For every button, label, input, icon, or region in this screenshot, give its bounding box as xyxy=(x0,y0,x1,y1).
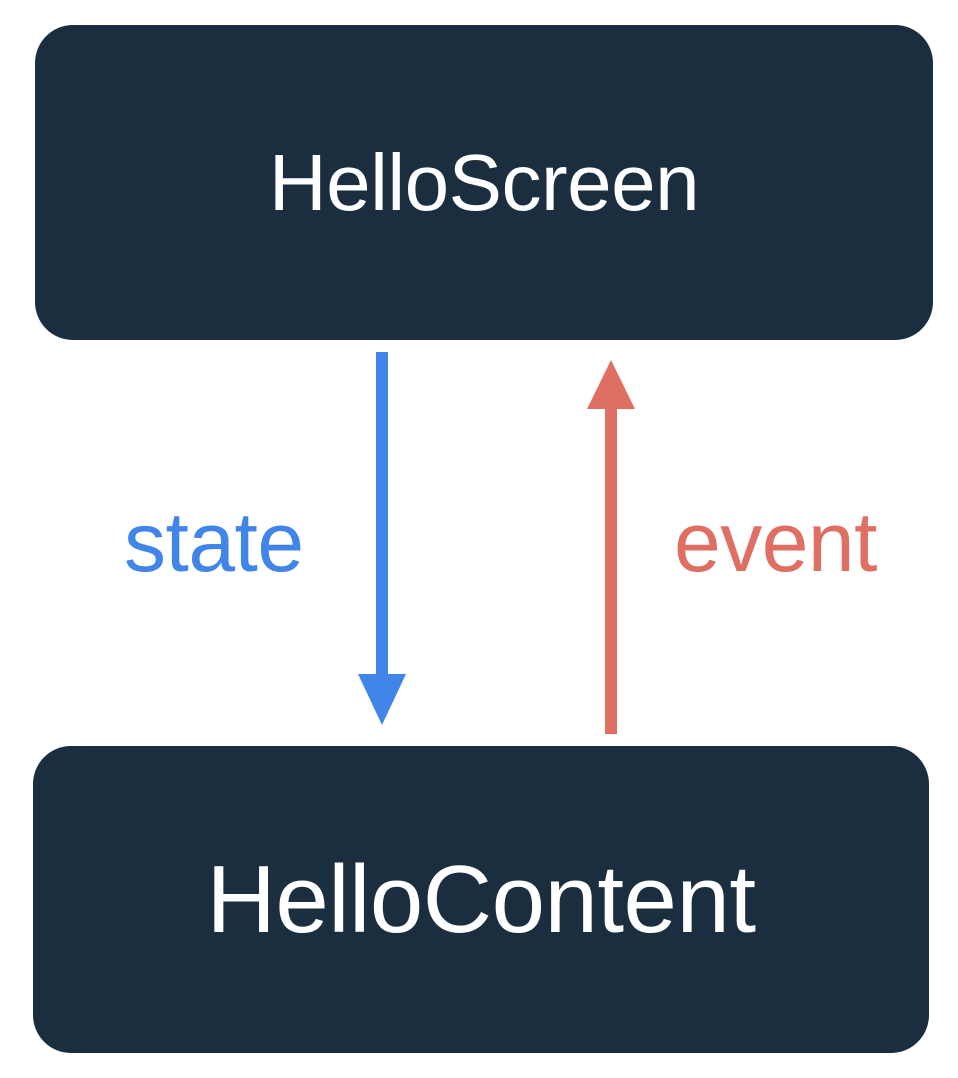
arrow-event-up-icon xyxy=(587,360,635,734)
node-hello-content[interactable]: HelloContent xyxy=(33,746,929,1053)
edge-label-event: event xyxy=(674,495,878,589)
edge-label-state: state xyxy=(124,495,304,589)
node-hello-content-label: HelloContent xyxy=(206,845,757,953)
arrow-state-down-icon xyxy=(358,352,406,725)
node-hello-screen-label: HelloScreen xyxy=(268,137,700,227)
node-hello-screen[interactable]: HelloScreen xyxy=(35,25,933,340)
